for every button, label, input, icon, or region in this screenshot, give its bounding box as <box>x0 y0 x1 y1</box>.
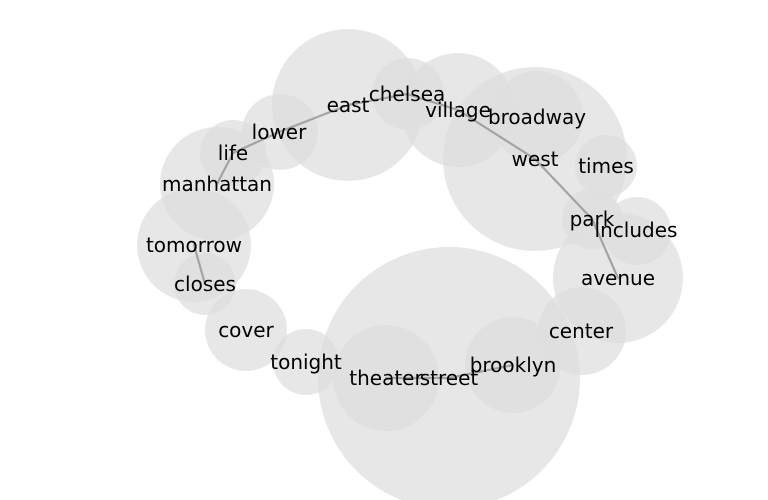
bubble-times <box>575 135 637 197</box>
label-west: west <box>512 147 559 171</box>
edge-life-manhattan <box>215 151 235 186</box>
edge-west-park <box>533 157 594 221</box>
edge-park-avenue <box>590 217 620 280</box>
label-east: east <box>327 93 370 117</box>
bubble-center <box>538 287 626 375</box>
label-includes: includes <box>595 218 678 242</box>
bubble-tonight <box>273 329 339 395</box>
label-cover: cover <box>218 318 274 342</box>
bubble-west <box>491 71 583 163</box>
label-brooklyn: brooklyn <box>470 353 557 377</box>
label-avenue: avenue <box>581 266 655 290</box>
label-street: street <box>420 366 479 390</box>
edge-lower-life <box>231 130 281 155</box>
edge-village-west <box>456 108 537 161</box>
edge-chelsea-village <box>405 92 460 112</box>
label-chelsea: chelsea <box>369 82 446 106</box>
label-life: life <box>218 141 248 165</box>
edge-tomorrow-closes <box>192 243 207 286</box>
label-manhattan: manhattan <box>162 172 272 196</box>
edge-street-brooklyn <box>447 363 515 380</box>
label-tomorrow: tomorrow <box>146 233 242 257</box>
label-theater: theater <box>349 366 423 390</box>
label-center: center <box>549 319 614 343</box>
bubble-street <box>318 247 580 500</box>
label-closes: closes <box>174 272 236 296</box>
label-tonight: tonight <box>270 350 342 374</box>
edge-east-lower <box>277 103 350 134</box>
edge-layer <box>192 92 620 380</box>
label-broadway: broadway <box>488 105 586 129</box>
label-times: times <box>578 154 634 178</box>
label-village: village <box>425 98 491 122</box>
edge-chelsea-east <box>346 92 409 107</box>
bubble-cover <box>205 289 287 371</box>
label-lower: lower <box>252 120 307 144</box>
label-park: park <box>570 207 615 231</box>
